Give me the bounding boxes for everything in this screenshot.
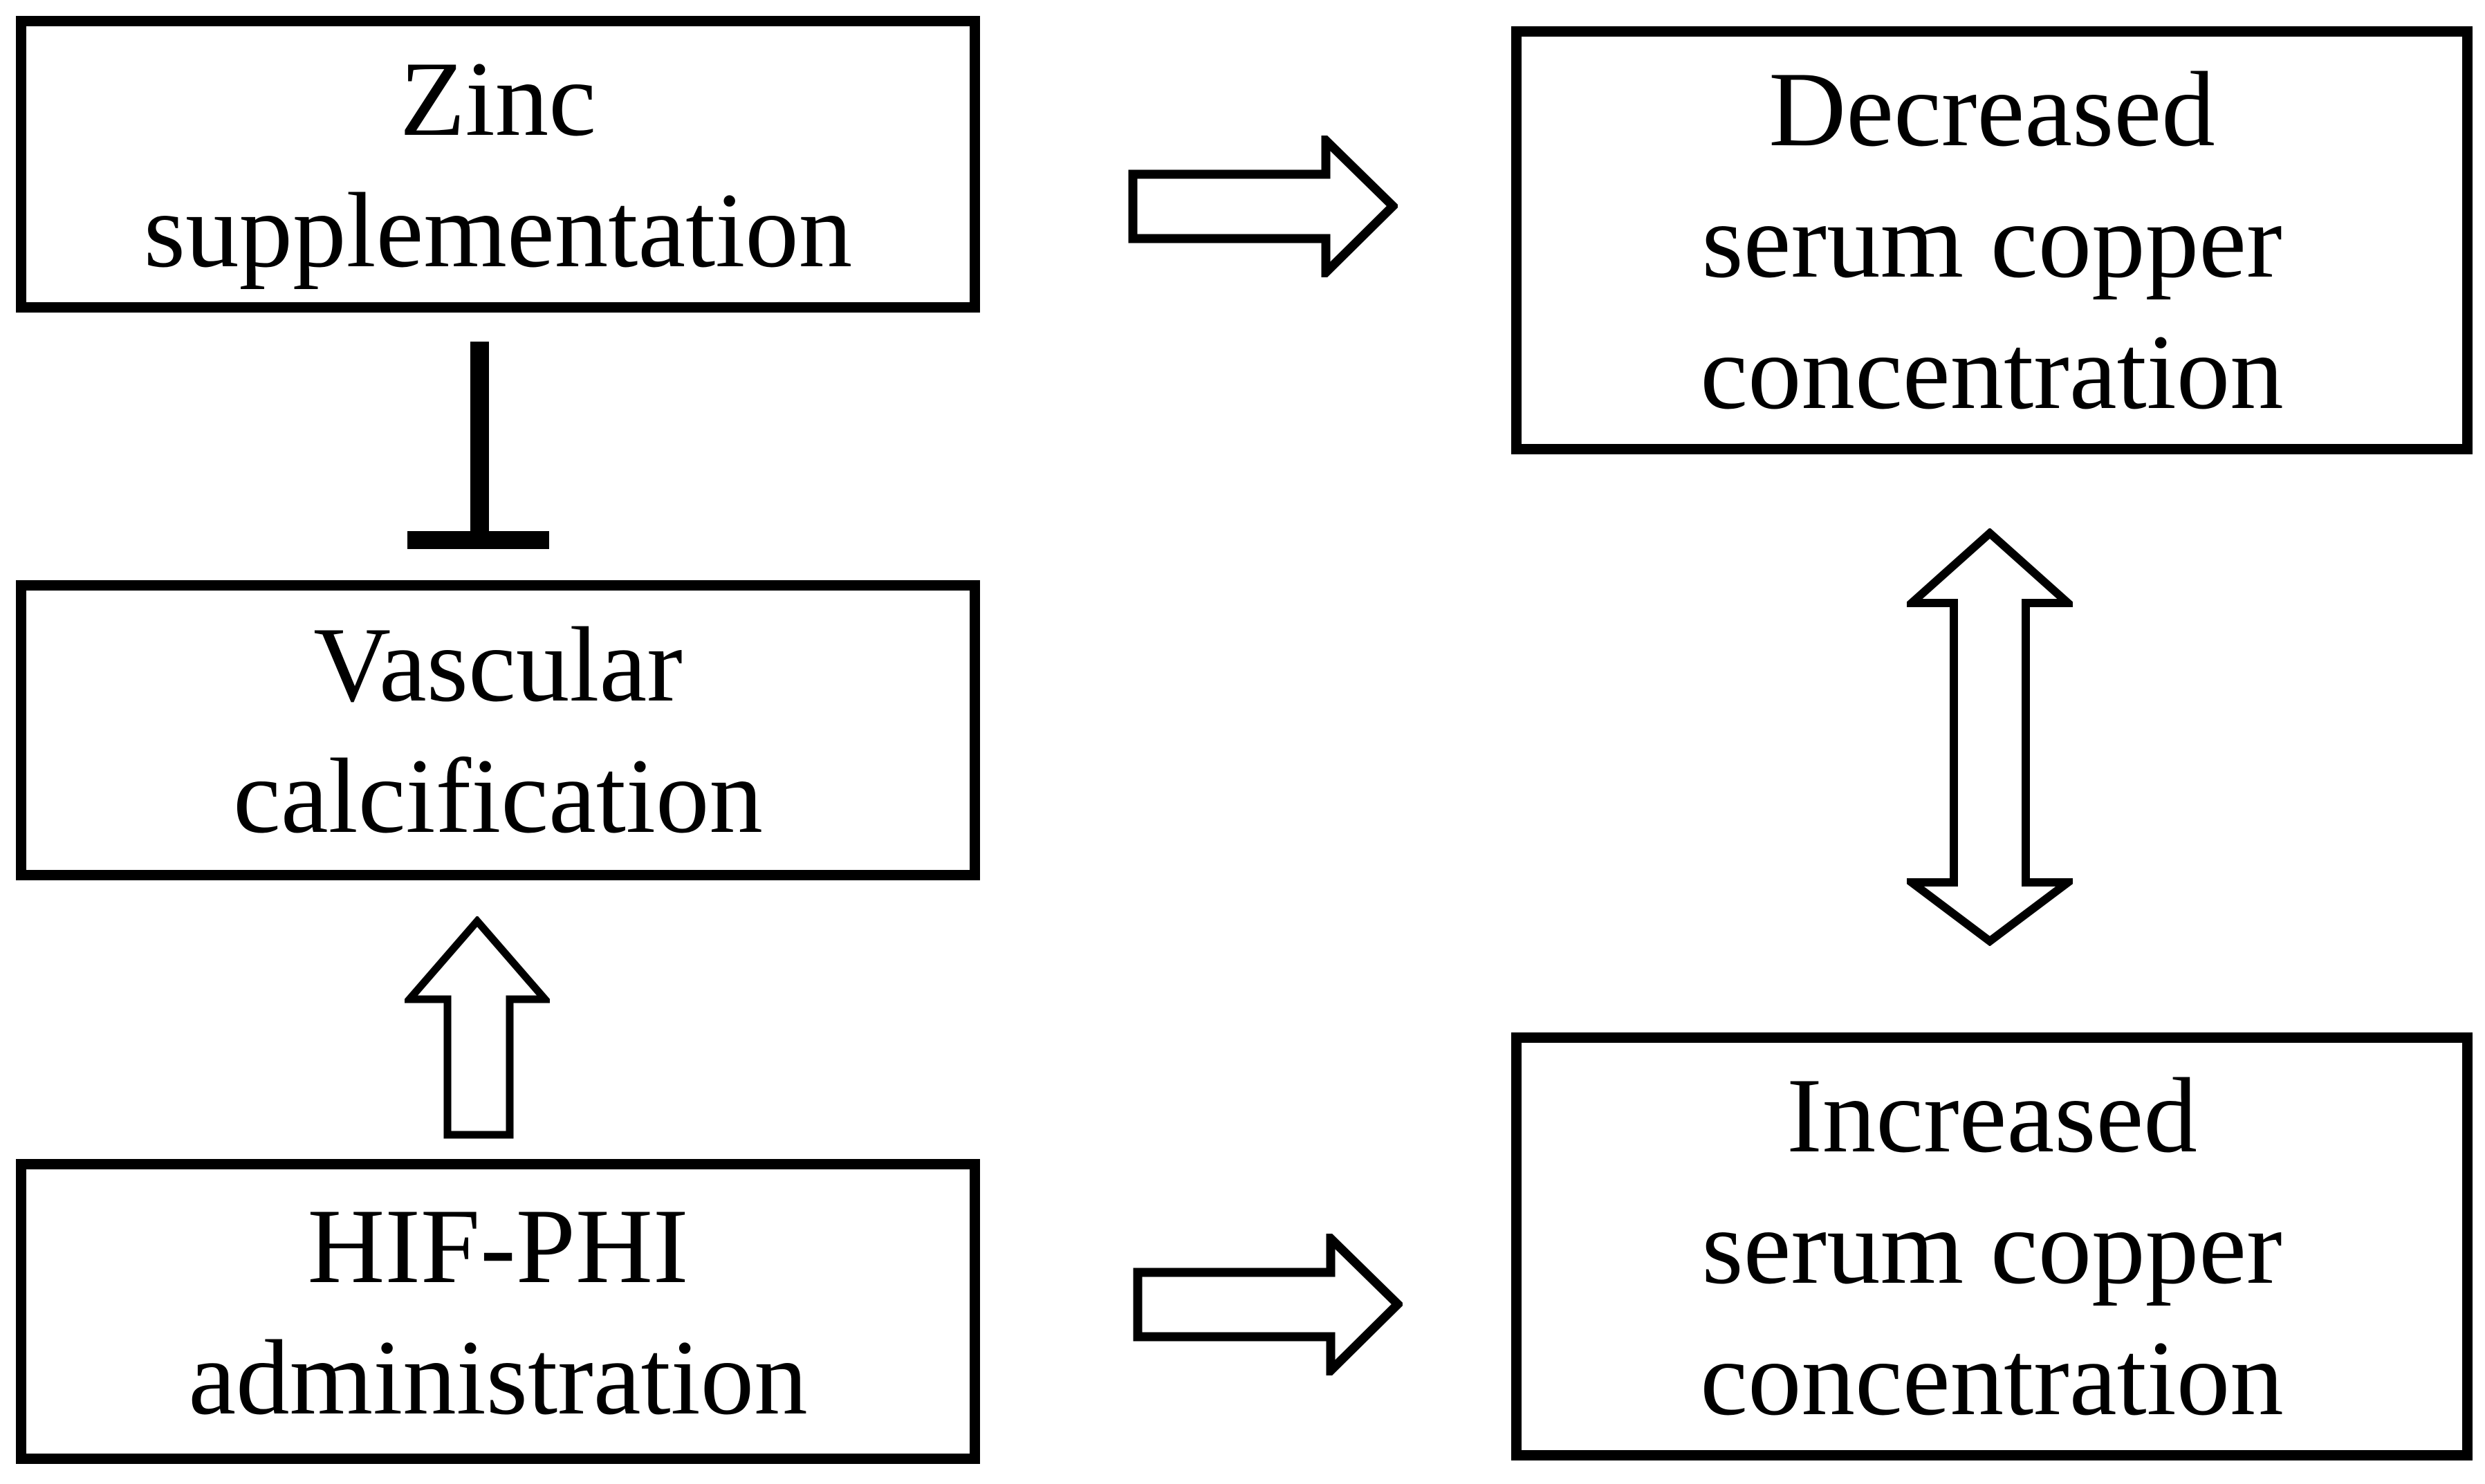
block-arrow-right-icon	[1128, 136, 1398, 277]
box-vascular-calcification: Vascular calcification	[16, 580, 980, 880]
inhibition-t-bar-head	[407, 531, 549, 549]
box-text-line: concentration	[1700, 312, 2284, 432]
block-arrow-up-icon	[405, 916, 550, 1139]
box-text-line: supplementation	[143, 170, 853, 290]
box-text-line: Decreased	[1768, 49, 2215, 169]
box-decreased-serum-copper: Decreased serum copper concentration	[1511, 26, 2473, 454]
block-arrow-double-vertical-icon	[1907, 528, 2073, 946]
box-zinc-supplementation: Zinc supplementation	[16, 16, 980, 313]
box-text-line: serum copper	[1701, 180, 2282, 300]
box-text-line: Zinc	[399, 39, 597, 158]
box-text-line: calcification	[233, 736, 763, 855]
box-increased-serum-copper: Increased serum copper concentration	[1511, 1032, 2473, 1460]
box-text-line: serum copper	[1701, 1187, 2282, 1306]
box-hif-phi-administration: HIF-PHI administration	[16, 1159, 980, 1464]
inhibition-t-bar-stem	[470, 342, 489, 531]
block-arrow-right-icon	[1133, 1234, 1403, 1375]
box-text-line: concentration	[1700, 1318, 2284, 1438]
box-text-line: administration	[188, 1317, 808, 1437]
box-text-line: HIF-PHI	[307, 1186, 689, 1306]
box-text-line: Increased	[1786, 1055, 2197, 1175]
box-text-line: Vascular	[313, 605, 683, 724]
